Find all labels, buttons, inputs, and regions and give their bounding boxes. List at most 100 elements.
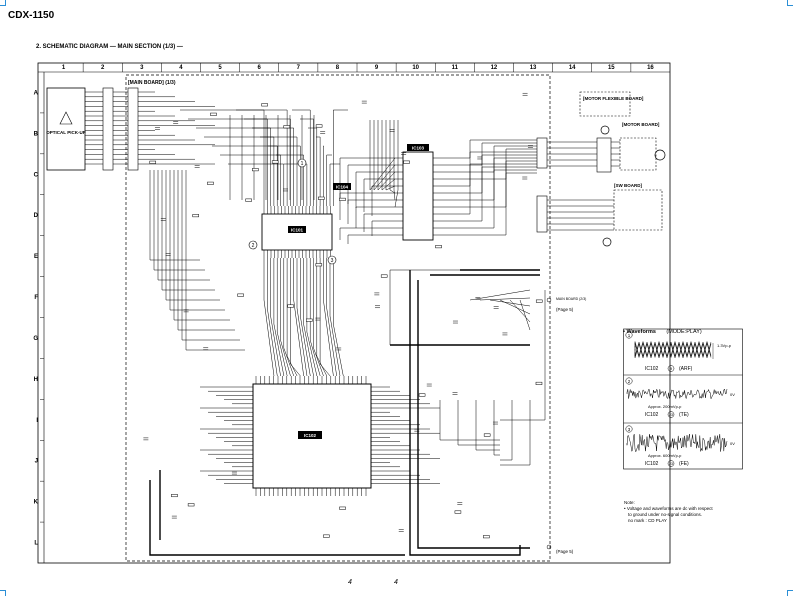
column-label-5: 5: [218, 65, 222, 71]
resistor: [483, 433, 491, 437]
eye-trace: [634, 341, 712, 358]
passive-components: [143, 92, 543, 539]
waveform-1-pin-circle: [667, 365, 675, 372]
wire: [381, 120, 396, 191]
wire: [441, 145, 537, 173]
test-points: 1 2 3: [248, 158, 337, 265]
spindle-motor-icon: [654, 149, 666, 161]
wire: [300, 118, 314, 206]
ic102-label: IC102: [304, 433, 317, 438]
waveform-3-trace: [626, 433, 728, 453]
waveform-2: 2 0V Approx. 200mVp-p IC102 23 (TE): [625, 377, 735, 418]
wire: [292, 109, 311, 206]
ic102-tag-box: [298, 431, 322, 439]
resistor: [323, 534, 330, 538]
resistor: [339, 506, 346, 510]
wire: [165, 170, 220, 301]
wire: [276, 258, 288, 377]
wire: [308, 127, 318, 206]
waveform-1-number: 1: [628, 333, 631, 338]
waveforms-frame: [623, 328, 743, 470]
column-label-15: 15: [608, 65, 615, 71]
bus-lines: [149, 269, 540, 556]
corner-mark-bottom-left: [0, 590, 6, 596]
wire: [220, 154, 281, 206]
wire: [303, 258, 314, 377]
wire: [441, 154, 537, 194]
wire: [263, 258, 275, 377]
wire: [393, 120, 396, 201]
wire: [329, 258, 341, 377]
resistor: [318, 196, 325, 200]
laser-warning-icon: [59, 111, 73, 125]
wire: [355, 206, 395, 228]
waveform-2-signal: (TE): [679, 412, 689, 418]
wire: [439, 400, 500, 441]
wire: [499, 299, 531, 315]
ic104-label: IC104: [336, 185, 349, 190]
wire: [493, 400, 500, 456]
wire: [267, 258, 278, 377]
test-point-1-label: 1: [301, 161, 304, 167]
wire: [441, 163, 537, 215]
note-line-1: • Voltage and waveforms are dc with resp…: [624, 506, 713, 511]
resistor: [315, 263, 323, 267]
bus-line-1: [409, 270, 521, 556]
wire: [316, 258, 328, 377]
connector-cn1: [536, 137, 548, 169]
waveform-3-pin-circle: [667, 460, 675, 467]
wire: [475, 400, 500, 451]
resistor: [339, 197, 346, 201]
wire: [313, 258, 324, 377]
wire: [296, 258, 308, 377]
wire: [280, 258, 291, 377]
resistor: [306, 318, 313, 322]
wire: [509, 299, 531, 323]
motor-flexible-board-label: [MOTOR FLEXIBLE BOARD]: [583, 96, 644, 101]
row-label-G: G: [33, 336, 38, 342]
wire: [441, 166, 537, 222]
waveform-1-ic: IC102: [645, 366, 659, 372]
wire: [153, 170, 205, 271]
row-label-B: B: [34, 131, 39, 137]
column-label-2: 2: [101, 65, 105, 71]
wire: [196, 127, 271, 206]
pickup-connector: [102, 87, 114, 171]
corner-mark-top-right: [787, 0, 793, 6]
resistor: [287, 304, 294, 308]
wire: [333, 258, 344, 377]
eye-trace: [634, 342, 712, 358]
wire: [252, 127, 294, 206]
wire: [363, 213, 395, 232]
eye-trace: [634, 341, 712, 357]
ic103-chip: IC103: [395, 144, 441, 241]
waveform-3-pin: 23: [669, 462, 673, 466]
resistor: [454, 510, 462, 514]
ic103-body: [402, 151, 434, 241]
ic101-chip: IC101: [261, 206, 333, 258]
column-label-4: 4: [179, 65, 183, 71]
wire: [441, 172, 537, 236]
resistor: [435, 245, 442, 249]
column-label-8: 8: [336, 65, 340, 71]
motor-flex-connector: [596, 137, 612, 173]
wire: [173, 170, 230, 321]
waveform-2-number-circle: [625, 377, 633, 385]
waveform-2-trace: [626, 388, 728, 400]
waveform-2-ic: IC102: [645, 412, 659, 418]
motors: [600, 125, 666, 247]
waveform-1-pin: 9: [670, 366, 673, 371]
document-title: CDX-1150: [8, 10, 55, 21]
ic104-tag-box: [333, 183, 351, 190]
row-label-H: H: [34, 377, 38, 383]
wire: [347, 234, 395, 244]
resistor: [245, 198, 252, 202]
row-label-A: A: [34, 90, 39, 96]
eye-trace: [634, 340, 712, 357]
resistor: [418, 393, 426, 397]
wire: [371, 185, 395, 216]
wire: [284, 163, 308, 206]
wire: [188, 118, 268, 206]
sled-motor-icon: [600, 125, 610, 135]
page-ref-2-page: (Page 5): [556, 549, 574, 554]
